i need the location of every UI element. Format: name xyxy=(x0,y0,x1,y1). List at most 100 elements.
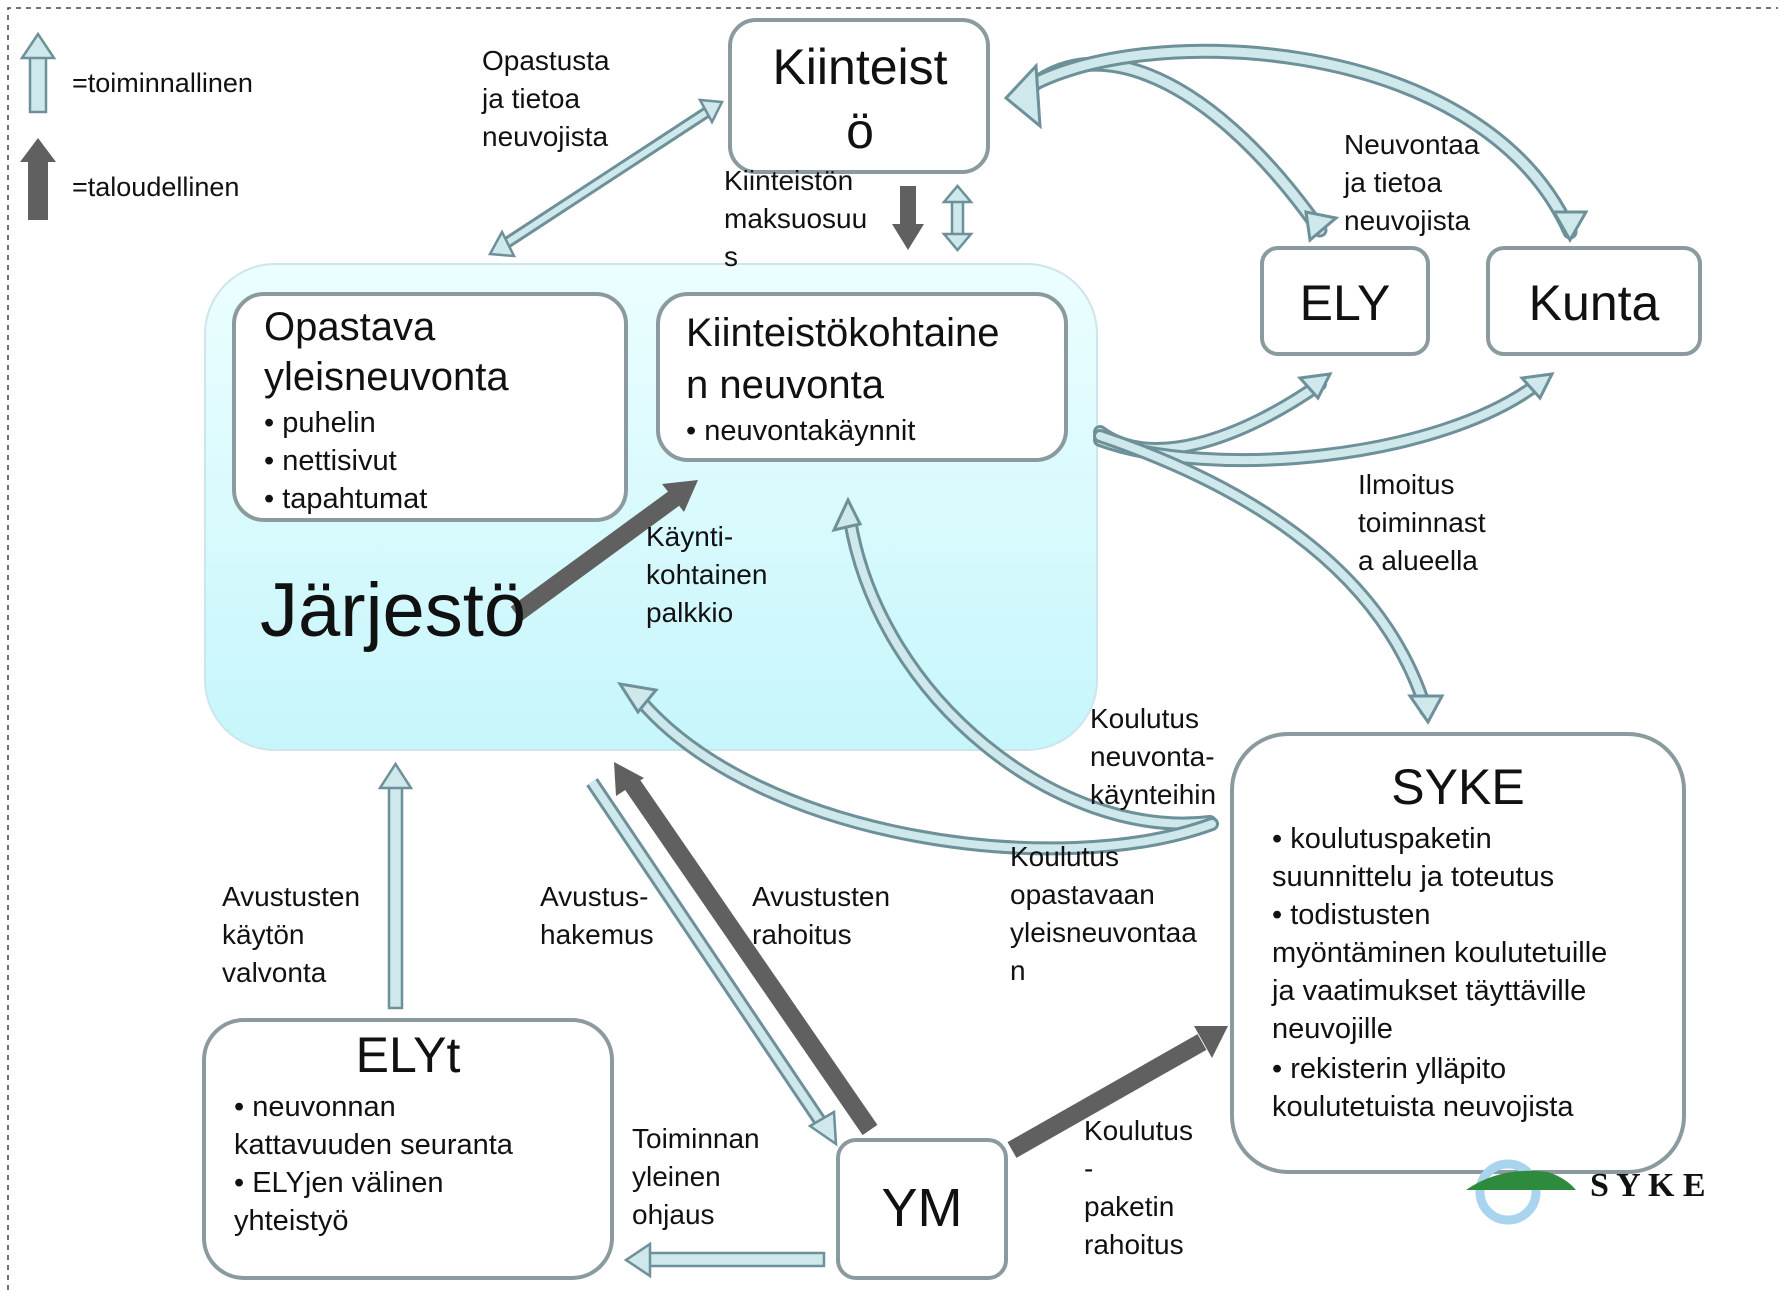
elyt-line-2: kattavuuden seuranta xyxy=(234,1129,514,1161)
svg-text:s: s xyxy=(724,241,738,272)
svg-text:Ilmoitus: Ilmoitus xyxy=(1358,469,1454,500)
node-kiinteisto: Kiinteist ö xyxy=(728,18,990,174)
svg-text:opastavaan: opastavaan xyxy=(1010,879,1155,910)
svg-text:a alueella: a alueella xyxy=(1358,545,1478,576)
svg-text:yleinen: yleinen xyxy=(632,1161,721,1192)
svg-text:valvonta: valvonta xyxy=(222,957,327,988)
elyt-line-1: • neuvonnan xyxy=(234,1091,396,1123)
svg-text:käynteihin: käynteihin xyxy=(1090,779,1216,810)
elyt-line-4: yhteistyö xyxy=(234,1205,348,1237)
svg-text:Käynti-: Käynti- xyxy=(646,521,733,552)
svg-text:neuvojista: neuvojista xyxy=(1344,205,1471,236)
svg-text:neuvonta-: neuvonta- xyxy=(1090,741,1215,772)
kunta-title: Kunta xyxy=(1529,275,1660,331)
svg-text:käytön: käytön xyxy=(222,919,305,950)
svg-text:kohtainen: kohtainen xyxy=(646,559,767,590)
svg-text:yleisneuvontaa: yleisneuvontaa xyxy=(1010,917,1197,948)
edge-label-koulutus-neuvonta: Koulutus neuvonta- käynteihin xyxy=(1090,703,1216,810)
elyt-title: ELYt xyxy=(356,1027,461,1083)
page-frame xyxy=(7,7,1778,1290)
node-syke: SYKE • koulutuspaketin suunnittelu ja to… xyxy=(1230,732,1686,1174)
arrowhead-to-ely-bottom xyxy=(1296,372,1333,401)
legend-functional-arrow-icon xyxy=(19,31,57,114)
svg-text:Toiminnan: Toiminnan xyxy=(632,1123,760,1154)
curved-arrow-heads xyxy=(616,62,1589,725)
legend-functional-label: =toiminnallinen xyxy=(72,68,253,98)
legend-financial-label: =taloudellinen xyxy=(72,172,239,202)
svg-text:toiminnast: toiminnast xyxy=(1358,507,1486,538)
arrow-koulutuspaketin-rahoitus xyxy=(1007,1026,1228,1158)
legend-financial-arrow-icon xyxy=(20,138,56,220)
syke-line-4: myöntäminen koulutetuille xyxy=(1272,937,1607,969)
edge-label-ilmoitus: Ilmoitus toiminnast a alueella xyxy=(1358,469,1486,576)
arrowhead-to-kunta-bottom xyxy=(1518,372,1555,401)
svg-text:palkkio: palkkio xyxy=(646,597,733,628)
svg-text:paketin: paketin xyxy=(1084,1191,1174,1222)
arrowhead-to-kiinteisto xyxy=(1003,62,1042,130)
svg-text:ohjaus: ohjaus xyxy=(632,1199,715,1230)
syke-line-8: koulutetuista neuvojista xyxy=(1272,1091,1574,1123)
arrow-avustushakemus xyxy=(586,778,838,1147)
node-kunta: Kunta xyxy=(1486,246,1702,356)
syke-line-6: neuvojille xyxy=(1272,1013,1393,1045)
arrowhead-to-opastava xyxy=(616,681,659,715)
opastava-title-line-2: yleisneuvonta xyxy=(264,355,509,399)
svg-text:Koulutus: Koulutus xyxy=(1090,703,1199,734)
svg-text:Koulutus: Koulutus xyxy=(1084,1115,1193,1146)
edge-label-avustusten-rahoitus: Avustusten rahoitus xyxy=(752,881,890,950)
edge-label-koulutus-opastavaan: Koulutus opastavaan yleisneuvontaa n xyxy=(1010,841,1197,986)
ym-title: YM xyxy=(882,1178,963,1238)
syke-line-7: • rekisterin ylläpito xyxy=(1272,1053,1506,1085)
opastava-bullet-3: • tapahtumat xyxy=(264,483,427,515)
arrowhead-to-syke xyxy=(1407,694,1445,725)
edge-label-maksuosuus: Kiinteistön maksuosuu s xyxy=(724,165,867,272)
arrow-kayntikohtainen xyxy=(510,480,698,622)
edge-label-neuvontaa: Neuvontaa ja tietoa neuvojista xyxy=(1343,129,1480,236)
arrow-opastusta xyxy=(487,98,724,258)
opastava-bullet-1: • puhelin xyxy=(264,407,376,439)
syke-logo-text: S Y K E xyxy=(1590,1167,1706,1204)
svg-text:ja tietoa: ja tietoa xyxy=(481,83,580,114)
kiinteisto-title-line-2: ö xyxy=(846,103,874,159)
arrow-avustusten-kayton xyxy=(377,761,414,1010)
kiinteistokohtainen-title-line-1: Kiinteistökohtaine xyxy=(686,311,1000,355)
svg-text:hakemus: hakemus xyxy=(540,919,654,950)
arrow-kiinteisto-kiinteistokohtainen xyxy=(941,184,974,252)
edge-label-kayntikohtainen: Käynti- kohtainen palkkio xyxy=(646,521,767,628)
arrowhead-to-ely-top xyxy=(1304,210,1340,243)
edge-label-opastusta: Opastusta ja tietoa neuvojista xyxy=(481,45,610,152)
arrow-avustusten-rahoitus xyxy=(614,762,878,1136)
svg-text:n: n xyxy=(1010,955,1026,986)
opastava-title-line-1: Opastava xyxy=(264,305,436,349)
syke-title: SYKE xyxy=(1391,759,1524,815)
legend: =toiminnallinen =taloudellinen xyxy=(19,31,253,220)
node-opastava: Opastava yleisneuvonta • puhelin • netti… xyxy=(232,292,628,522)
syke-line-5: ja vaatimukset täyttäville xyxy=(1271,975,1586,1007)
svg-text:maksuosuu: maksuosuu xyxy=(724,203,867,234)
edge-label-koulutuspaketin: Koulutus - paketin rahoitus xyxy=(1084,1115,1193,1260)
svg-text:Koulutus: Koulutus xyxy=(1010,841,1119,872)
syke-logo-hill xyxy=(1466,1170,1576,1190)
svg-text:Avustus-: Avustus- xyxy=(540,881,648,912)
syke-line-2: suunnittelu ja toteutus xyxy=(1272,861,1554,893)
node-ym: YM xyxy=(836,1138,1008,1280)
arrowhead-to-kunta-top xyxy=(1551,210,1589,244)
opastava-bullet-2: • nettisivut xyxy=(264,445,397,477)
jarjesto-title: Järjestö xyxy=(260,568,526,653)
syke-line-1: • koulutuspaketin xyxy=(1272,823,1492,855)
svg-text:ja tietoa: ja tietoa xyxy=(1343,167,1442,198)
edge-label-avustusten-kayton: Avustusten käytön valvonta xyxy=(222,881,360,988)
syke-line-3: • todistusten xyxy=(1272,899,1430,931)
syke-logo-circle xyxy=(1475,1159,1541,1225)
svg-text:Opastusta: Opastusta xyxy=(482,45,610,76)
edge-label-avustushakemus: Avustus- hakemus xyxy=(540,881,654,950)
curved-arrows xyxy=(633,43,1578,856)
svg-text:Avustusten: Avustusten xyxy=(222,881,360,912)
ely-title: ELY xyxy=(1300,275,1391,331)
kiinteistokohtainen-title-line-2: n neuvonta xyxy=(686,363,885,407)
svg-text:-: - xyxy=(1084,1153,1093,1184)
arrow-maksuosuus xyxy=(892,186,924,250)
edge-label-toiminnan: Toiminnan yleinen ohjaus xyxy=(632,1123,760,1230)
svg-text:rahoitus: rahoitus xyxy=(1084,1229,1184,1260)
